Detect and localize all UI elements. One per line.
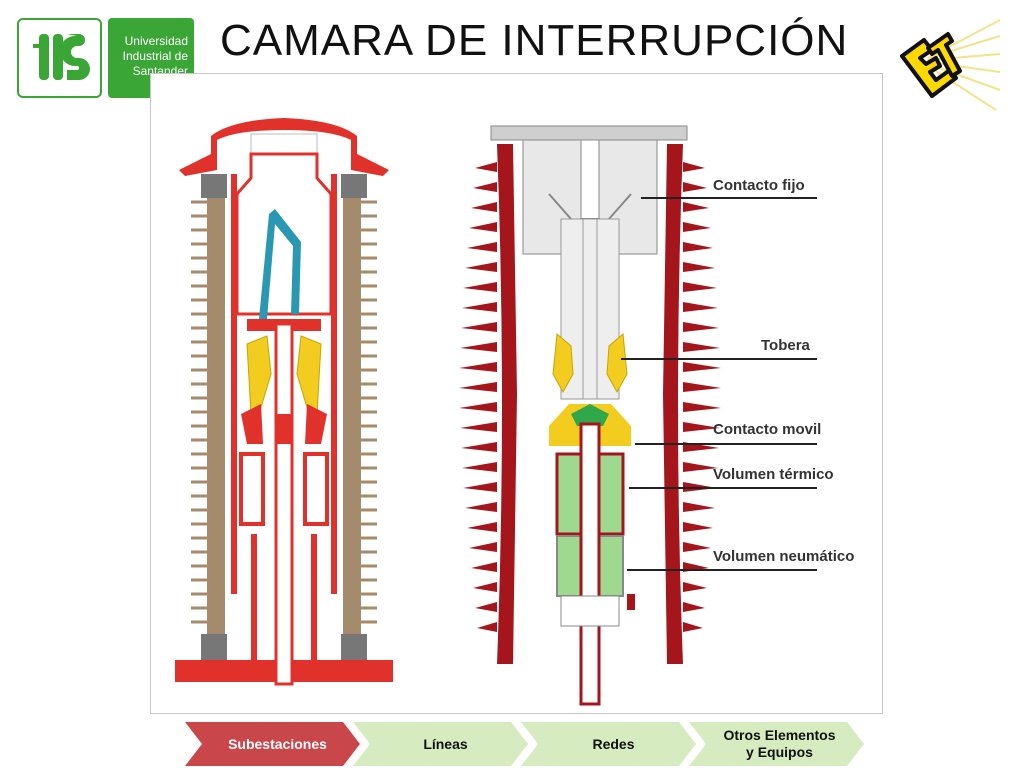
tab-redes[interactable]: Redes [521,722,696,766]
section-nav: Subestaciones Líneas Redes Otros Element… [185,722,865,766]
interrupter-figure: Contacto fijo Tobera Contacto movil Volu… [150,73,883,714]
label-contacto-movil: Contacto movil [713,421,822,438]
university-line-2: Industrial de [122,49,188,63]
university-line-1: Universidad [124,34,188,48]
interrupter-cross-section-diagram [175,118,817,706]
callout-leaders [621,197,817,571]
left-insulator-sheds-left [191,200,207,624]
tab-subestaciones-label: Subestaciones [228,735,327,752]
label-contacto-fijo: Contacto fijo [713,177,805,194]
page-title: CAMARA DE INTERRUPCIÓN [220,16,849,65]
right-insulator-sheds-left [459,162,497,632]
uis-logo [17,18,102,98]
tab-lineas-label: Líneas [423,735,468,752]
right-chamber [459,125,721,706]
label-volumen-termico: Volumen térmico [713,466,834,483]
et-rays-icon [900,19,1001,111]
uis-monogram-icon [33,34,90,80]
tab-redes-label: Redes [592,735,635,752]
et-logo [888,8,1003,118]
label-volumen-neumatico: Volumen neumático [713,548,855,565]
tab-lineas[interactable]: Líneas [353,722,528,766]
tab-otros-elementos[interactable]: Otros Elementos y Equipos [689,722,864,766]
tab-subestaciones[interactable]: Subestaciones [185,722,360,766]
label-tobera: Tobera [761,337,810,354]
tab-otros-elementos-label: Otros Elementos y Equipos [723,727,836,760]
left-chamber [175,118,393,686]
left-insulator-sheds-right [361,200,377,624]
